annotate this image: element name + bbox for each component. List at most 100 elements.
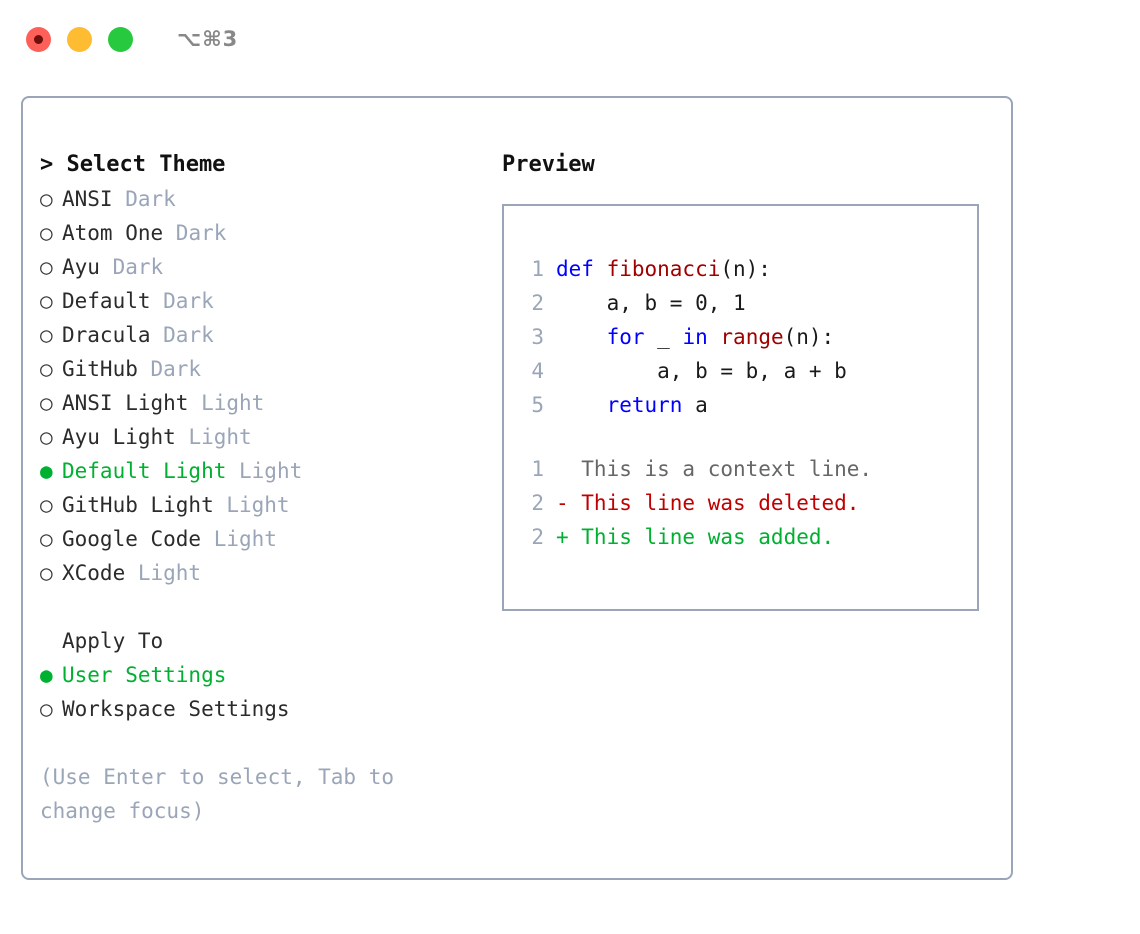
radio-unselected-icon[interactable]: ○ [40, 425, 53, 449]
apply-to-list: ● User Settings ○ Workspace Settings [40, 658, 500, 726]
radio-unselected-icon[interactable]: ○ [40, 221, 53, 245]
minimize-window-button[interactable] [67, 26, 92, 52]
apply-to-label: User Settings [62, 663, 227, 687]
radio-selected-icon[interactable]: ● [40, 663, 53, 687]
keyboard-shortcut-label: ⌥⌘3 [177, 27, 239, 51]
theme-name-label: Default [62, 289, 151, 313]
theme-name-label: Ayu Light [62, 425, 176, 449]
theme-list-item[interactable]: ○ Ayu Light Light [40, 420, 500, 454]
code-text: a, b = 0, 1 [556, 286, 746, 320]
theme-list-item[interactable]: ○ ANSI Dark [40, 182, 500, 216]
theme-variant-tag: Dark [99, 255, 164, 279]
code-line: 3 for _ in range(n): [518, 320, 977, 354]
code-text: return a [556, 388, 708, 422]
code-token-plain: a, b = b, a + b [556, 359, 847, 383]
apply-to-option[interactable]: ● User Settings [40, 658, 500, 692]
theme-list-item[interactable]: ○ GitHub Dark [40, 352, 500, 386]
code-diff-gap [518, 422, 977, 452]
radio-unselected-icon[interactable]: ○ [40, 289, 53, 313]
code-text: + This line was added. [556, 520, 834, 554]
theme-list-item[interactable]: ● Default Light Light [40, 454, 500, 488]
radio-unselected-icon[interactable]: ○ [40, 391, 53, 415]
theme-name-label: GitHub [62, 357, 138, 381]
code-text: for _ in range(n): [556, 320, 835, 354]
theme-name-label: ANSI Light [62, 391, 189, 415]
line-number: 2 [531, 491, 544, 515]
code-token-plain [556, 393, 607, 417]
code-token-kw: def [556, 257, 607, 281]
preview-title: Preview [502, 152, 595, 177]
theme-name-label: Ayu [62, 255, 100, 279]
apply-to-heading: Apply To [62, 629, 164, 653]
line-number: 3 [531, 325, 544, 349]
theme-variant-tag: Light [226, 459, 303, 483]
theme-list-item[interactable]: ○Atom One Dark [40, 216, 500, 250]
code-token-plain [556, 325, 607, 349]
code-token-plain [708, 325, 721, 349]
radio-unselected-icon[interactable]: ○ [40, 323, 53, 347]
code-token-kw: for [606, 325, 645, 349]
theme-name-label: Google Code [62, 527, 202, 551]
line-number: 4 [531, 359, 544, 383]
theme-list-item[interactable]: ○ Ayu Dark [40, 250, 500, 284]
theme-variant-tag: Dark [137, 357, 202, 381]
code-token-plain: (n): [783, 325, 835, 349]
radio-unselected-icon[interactable]: ○ [40, 187, 53, 211]
keyboard-hint: (Use Enter to select, Tab to change focu… [40, 765, 407, 823]
code-token-del: - This line was deleted. [556, 491, 860, 515]
radio-unselected-icon[interactable]: ○ [40, 255, 53, 279]
theme-list-item[interactable]: ○ Default Dark [40, 284, 500, 318]
close-window-button[interactable] [26, 26, 51, 52]
radio-unselected-icon[interactable]: ○ [40, 493, 53, 517]
theme-variant-tag: Light [213, 493, 290, 517]
code-token-kw: return [606, 393, 683, 417]
code-text: - This line was deleted. [556, 486, 859, 520]
theme-name-label: Default Light [62, 459, 227, 483]
theme-name-label: Dracula [62, 323, 151, 347]
theme-variant-tag: Dark [150, 289, 214, 313]
code-text: a, b = b, a + b [556, 354, 847, 388]
code-text: This is a context line. [556, 452, 872, 486]
theme-list-item[interactable]: ○ ANSI Light Light [40, 386, 500, 420]
maximize-window-button[interactable] [108, 26, 133, 52]
theme-variant-tag: Light [188, 391, 265, 415]
code-token-fn: range [720, 325, 784, 349]
theme-variant-tag: Light [201, 527, 277, 551]
page-title: > Select Theme [40, 152, 226, 177]
line-number: 2 [531, 525, 544, 549]
code-token-plain: a [682, 393, 708, 417]
theme-variant-tag: Light [175, 425, 252, 449]
radio-unselected-icon[interactable]: ○ [40, 357, 53, 381]
theme-variant-tag: Dark [112, 187, 176, 211]
line-number: 2 [531, 291, 544, 315]
code-line: 2 + This line was added. [518, 520, 977, 554]
theme-list-item[interactable]: ○ Google Code Light [40, 522, 500, 556]
radio-selected-icon[interactable]: ● [40, 459, 53, 483]
theme-list-item[interactable]: ○XCode Light [40, 556, 500, 590]
theme-name-label: ANSI [62, 187, 113, 211]
code-token-fn: fibonacci [606, 257, 721, 281]
code-line: 1 This is a context line. [518, 452, 977, 486]
code-token-plain: (n): [720, 257, 771, 281]
theme-picker-column: > Select Theme ○ANSI Dark○Atom One Dark○… [40, 148, 500, 828]
radio-unselected-icon[interactable]: ○ [40, 527, 53, 551]
title-bar: ⌥⌘3 [0, 0, 1140, 78]
main-panel: > Select Theme ○ANSI Dark○Atom One Dark○… [21, 96, 1013, 880]
radio-unselected-icon[interactable]: ○ [40, 561, 53, 585]
radio-unselected-icon[interactable]: ○ [40, 697, 53, 721]
theme-variant-tag: Dark [163, 221, 227, 245]
theme-list-item[interactable]: ○ GitHub Light Light [40, 488, 500, 522]
theme-list-item[interactable]: ○ Dracula Dark [40, 318, 500, 352]
apply-to-option[interactable]: ○ Workspace Settings [40, 692, 500, 726]
theme-variant-tag: Dark [150, 323, 214, 347]
code-token-context: This is a context line. [556, 457, 873, 481]
code-text: def fibonacci(n): [556, 252, 771, 286]
traffic-light-controls [26, 26, 133, 52]
apply-to-label: Workspace Settings [62, 697, 290, 721]
theme-name-label: GitHub Light [62, 493, 214, 517]
diff-sample: 1 This is a context line. 2 - This line wa… [518, 452, 977, 554]
